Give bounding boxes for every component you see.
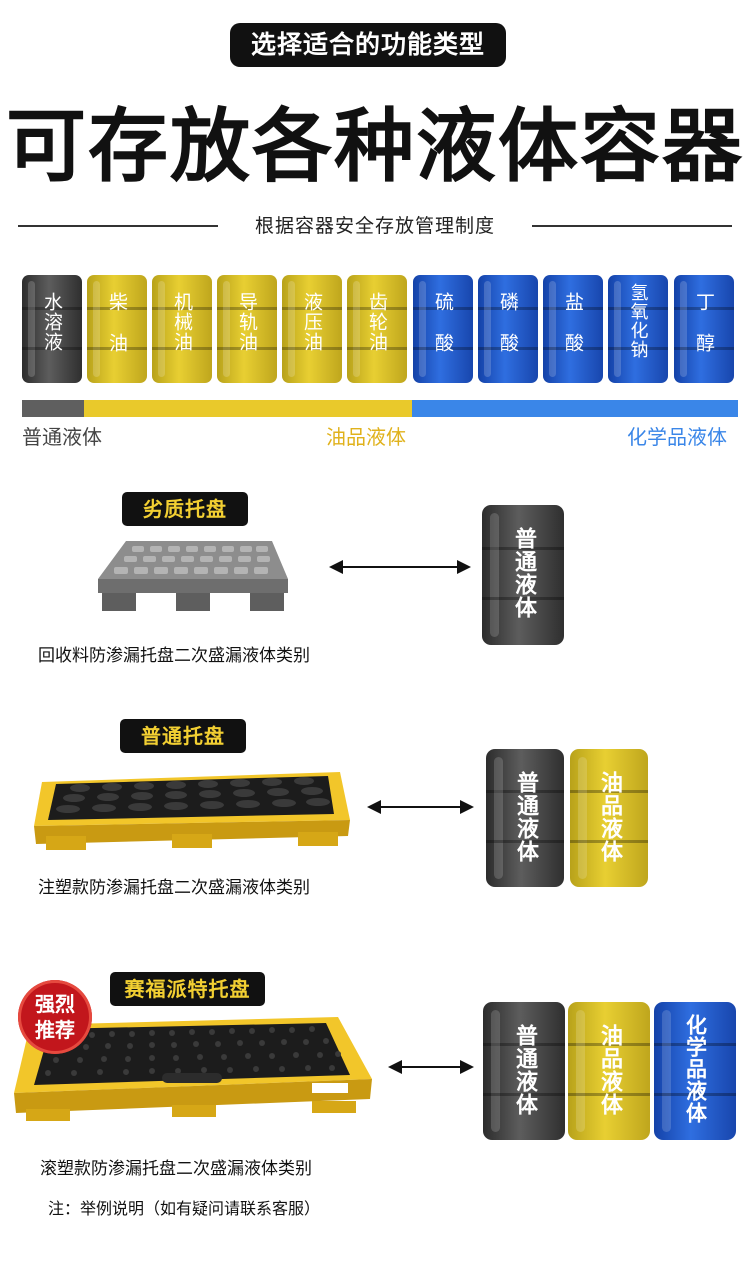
- barrel-label: 导轨油: [236, 292, 258, 352]
- tray-tag-standard: 普通托盘: [120, 719, 246, 753]
- page-title: 可存放各种液体容器: [6, 100, 744, 193]
- tray-tag-low-quality: 劣质托盘: [122, 492, 248, 526]
- rotomolded-pallet-image: [14, 1017, 372, 1121]
- barrel-icon: 齿轮油: [347, 275, 407, 383]
- barrel-label: 普通液体: [512, 1024, 537, 1116]
- barrel-label: 机械油: [171, 292, 193, 352]
- barrel-icon: 导轨油: [217, 275, 277, 383]
- tray-caption: 注塑款防渗漏托盘二次盛漏液体类别: [38, 878, 310, 898]
- category-label-chemical: 化学品液体: [627, 425, 727, 449]
- tray-caption: 回收料防渗漏托盘二次盛漏液体类别: [38, 646, 310, 666]
- barrel-icon: 化学品液体: [654, 1002, 736, 1140]
- footnote: 注：举例说明（如有疑问请联系客服）: [48, 1199, 321, 1218]
- barrel-icon: 普通液体: [486, 749, 564, 887]
- barrel-label: 硫酸: [432, 292, 454, 374]
- barrel-icon: 油品液体: [568, 1002, 650, 1140]
- barrel-label: 油品液体: [597, 771, 622, 863]
- double-arrow-icon: [388, 1057, 474, 1077]
- barrel-icon: 氢氧化钠: [608, 275, 668, 383]
- barrel-icon: 油品液体: [570, 749, 648, 887]
- badge-line2: 推荐: [35, 1018, 75, 1042]
- category-bar-oil: [84, 400, 412, 417]
- category-bar-normal: [22, 400, 84, 417]
- barrel-icon: 液压油: [282, 275, 342, 383]
- double-arrow-icon: [367, 797, 474, 817]
- barrel-icon: 柴油: [87, 275, 147, 383]
- barrel-icon: 普通液体: [483, 1002, 565, 1140]
- injection-pallet-image: [34, 772, 350, 850]
- barrel-icon: 盐酸: [543, 275, 603, 383]
- barrel-icon: 水溶液: [22, 275, 82, 383]
- barrel-label: 液压油: [301, 292, 323, 352]
- barrel-label: 磷酸: [497, 292, 519, 374]
- barrel-icon: 硫酸: [413, 275, 473, 383]
- subtitle-divider-right: [532, 225, 732, 227]
- gray-pallet-image: [98, 541, 288, 611]
- category-label-normal: 普通液体: [22, 425, 102, 449]
- barrel-label: 氢氧化钠: [627, 283, 649, 359]
- tray-tag-recommended: 赛福派特托盘: [110, 972, 265, 1006]
- subtitle: 根据容器安全存放管理制度: [254, 215, 495, 237]
- liquid-barrel-row: 水溶液 柴油 机械油 导轨油 液压油 齿轮油 硫酸 磷酸 盐酸 氢氧化钠 丁醇: [22, 275, 738, 383]
- barrel-label: 普通液体: [513, 771, 538, 863]
- barrel-label: 化学品液体: [683, 1014, 708, 1124]
- barrel-label: 盐酸: [562, 292, 584, 374]
- barrel-icon: 普通液体: [482, 505, 564, 645]
- barrel-label: 柴油: [106, 292, 128, 374]
- recommended-badge: 强烈 推荐: [18, 980, 92, 1054]
- barrel-label: 水溶液: [41, 292, 63, 352]
- category-label-oil: 油品液体: [326, 425, 406, 449]
- subtitle-divider-left: [18, 225, 218, 227]
- barrel-icon: 丁醇: [674, 275, 734, 383]
- category-bar-chemical: [412, 400, 738, 417]
- barrel-label: 油品液体: [597, 1024, 622, 1116]
- badge-line1: 强烈: [35, 992, 75, 1016]
- double-arrow-icon: [329, 557, 471, 577]
- tray-caption: 滚塑款防渗漏托盘二次盛漏液体类别: [40, 1159, 312, 1179]
- section-heading-pill: 选择适合的功能类型: [230, 23, 506, 67]
- barrel-icon: 机械油: [152, 275, 212, 383]
- barrel-label: 丁醇: [693, 292, 715, 374]
- barrel-label: 齿轮油: [366, 292, 388, 352]
- barrel-icon: 磷酸: [478, 275, 538, 383]
- barrel-label: 普通液体: [511, 527, 536, 619]
